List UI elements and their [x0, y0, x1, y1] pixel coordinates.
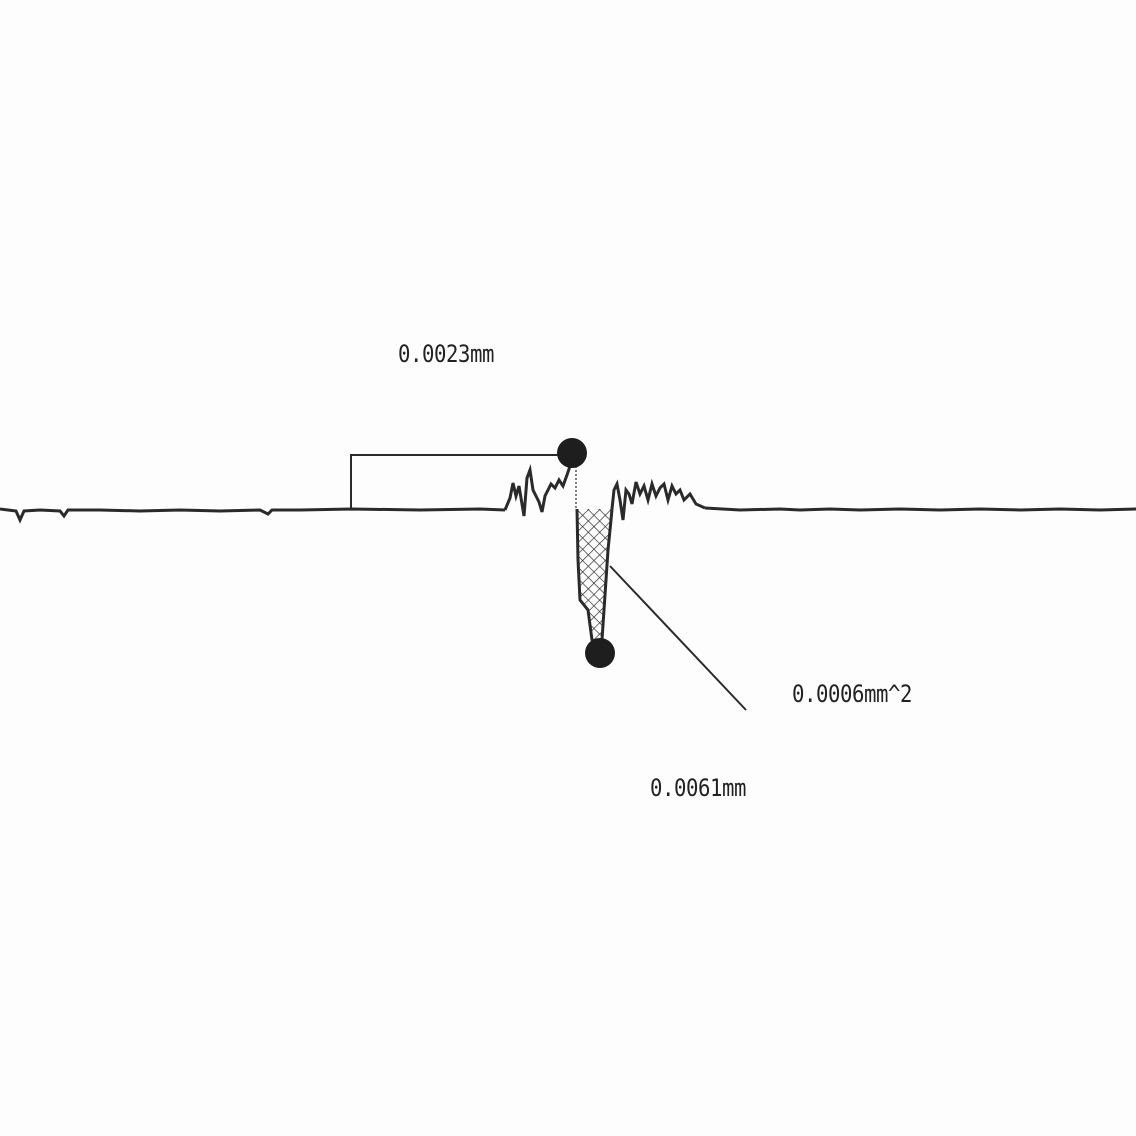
- height-label: 0.0023mm: [398, 340, 494, 368]
- profile-baseline-left: [0, 507, 506, 524]
- area-label: 0.0006mm^2: [792, 680, 912, 708]
- height-bracket: [350, 454, 572, 509]
- profile-baseline-right: [704, 506, 1136, 512]
- area-leader-line: [609, 565, 747, 711]
- peak-marker: [557, 438, 587, 468]
- profile-rough-right: [610, 478, 706, 521]
- depth-label: 0.0061mm: [650, 774, 746, 802]
- profile-rough-left: [503, 457, 575, 517]
- valley-marker: [585, 638, 615, 668]
